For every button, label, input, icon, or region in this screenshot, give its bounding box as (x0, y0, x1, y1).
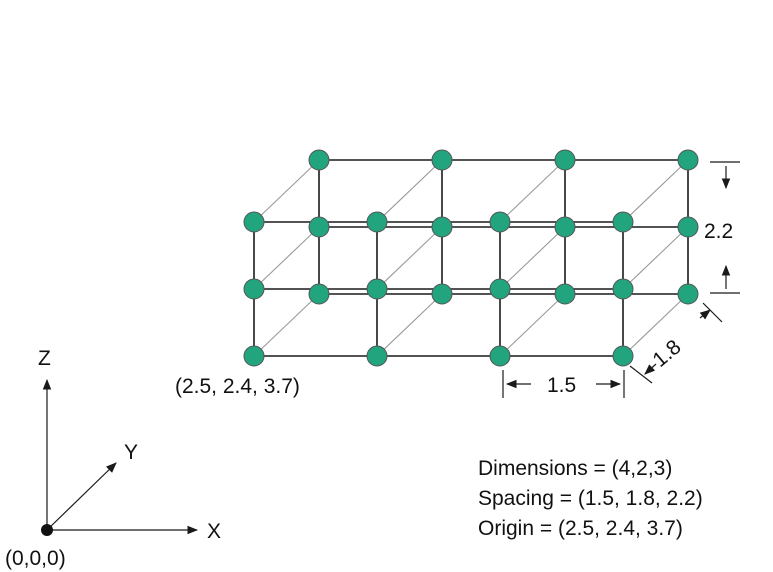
spacing-text: Spacing = (1.5, 1.8, 2.2) (478, 487, 703, 510)
grid-depth-edge (253, 159, 320, 223)
grid-depth-edges (253, 159, 689, 357)
y-spacing-dimension: 1.8 (629, 302, 723, 384)
grid-depth-edge (499, 159, 566, 223)
z-axis-label: Z (38, 347, 51, 370)
grid-edges (253, 159, 689, 357)
grid-node (677, 149, 699, 171)
grid-node (366, 345, 388, 367)
grid-depth-edge (376, 226, 443, 290)
grid-node (612, 278, 634, 300)
z-spacing-label: 2.2 (704, 220, 733, 243)
grid-node (243, 278, 265, 300)
dimensions-text: Dimensions = (4,2,3) (478, 457, 672, 480)
grid-origin-label: (2.5, 2.4, 3.7) (175, 375, 300, 398)
grid-node (489, 278, 511, 300)
grid-info-block: Dimensions = (4,2,3) Spacing = (1.5, 1.8… (478, 457, 703, 540)
grid-depth-edge (499, 293, 566, 357)
grid-node (243, 345, 265, 367)
grid-depth-edge (253, 226, 320, 290)
grid-node (612, 345, 634, 367)
grid-node (554, 216, 576, 238)
axis-origin-label: (0,0,0) (5, 547, 66, 570)
grid-node (612, 211, 634, 233)
y-axis-line (46, 462, 117, 531)
grid-node (677, 216, 699, 238)
grid-node (366, 278, 388, 300)
grid-node (308, 216, 330, 238)
grid-node (677, 283, 699, 305)
grid-depth-edge (253, 293, 320, 357)
grid-node (431, 216, 453, 238)
grid-depth-edge (499, 226, 566, 290)
grid-node (308, 149, 330, 171)
y-axis-label: Y (124, 441, 138, 464)
grid-node (366, 211, 388, 233)
grid-depth-edge (622, 159, 689, 223)
axis-triad: Z Y X (0,0,0) (5, 347, 221, 570)
grid-node (431, 283, 453, 305)
grid-node (554, 149, 576, 171)
grid-depth-edge (622, 293, 689, 357)
z-spacing-dimension: 2.2 (704, 161, 740, 294)
x-spacing-dimension: 1.5 (502, 370, 625, 398)
grid-node (243, 211, 265, 233)
grid-depth-edge (376, 293, 443, 357)
x-spacing-label: 1.5 (547, 374, 576, 397)
grid-nodes (243, 149, 699, 367)
grid-node (489, 211, 511, 233)
origin-point (41, 524, 53, 536)
grid-depth-edge (622, 226, 689, 290)
grid-node (554, 283, 576, 305)
grid-node (489, 345, 511, 367)
grid-node (308, 283, 330, 305)
x-axis-label: X (207, 520, 221, 543)
grid-depth-edge (376, 159, 443, 223)
grid-node (431, 149, 453, 171)
origin-text: Origin = (2.5, 2.4, 3.7) (478, 517, 683, 540)
